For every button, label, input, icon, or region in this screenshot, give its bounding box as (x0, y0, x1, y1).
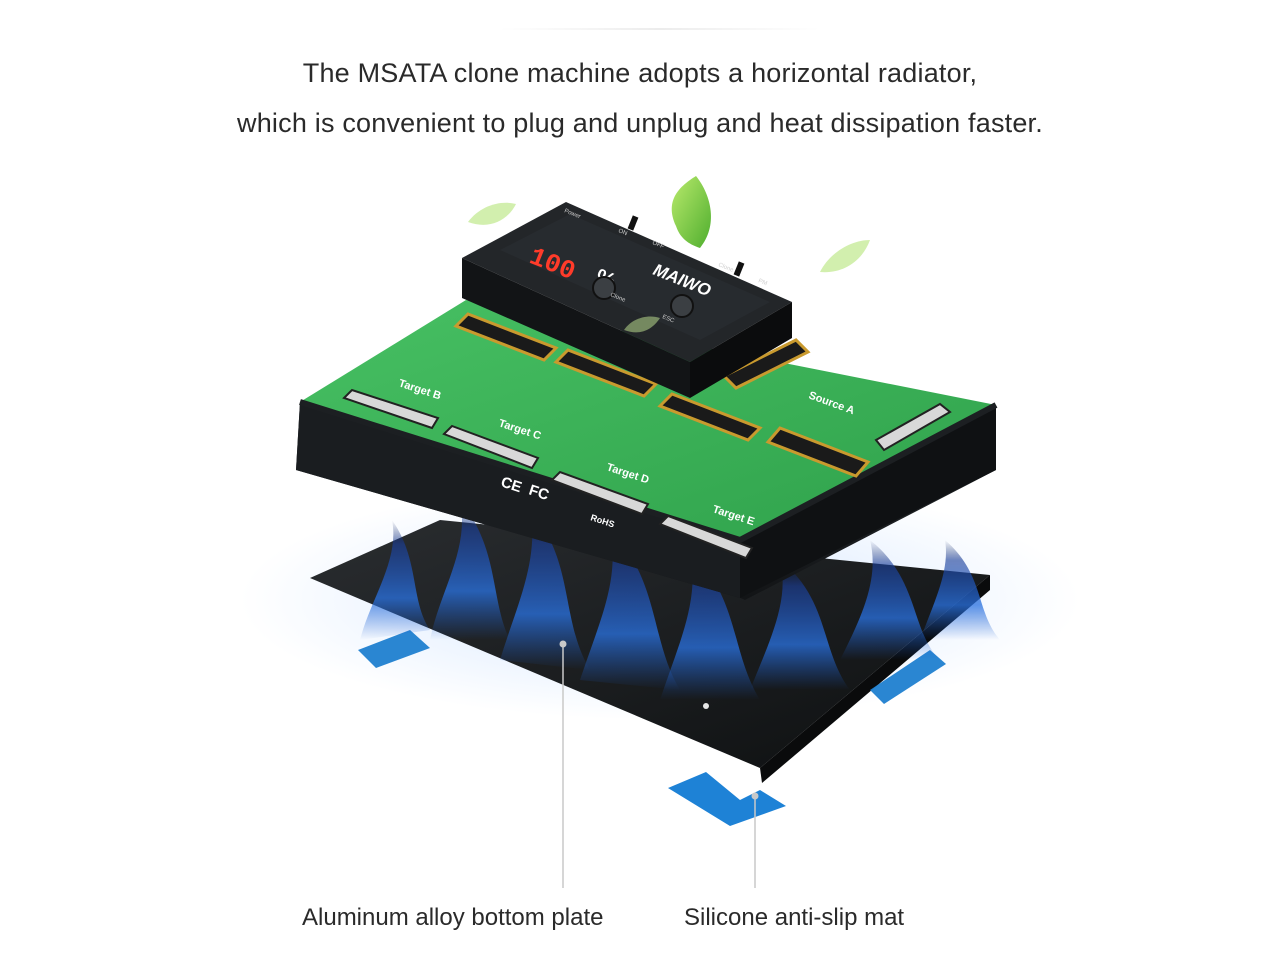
top-divider (500, 28, 820, 30)
ce-mark: CE (499, 474, 524, 497)
anti-slip-mat-right (870, 650, 946, 704)
msata-socket (453, 312, 559, 362)
pcb-rim (299, 399, 998, 544)
case-right-face (740, 405, 996, 598)
control-unit-face (500, 214, 770, 340)
callout-anti-slip-mat: Silicone anti-slip mat (684, 904, 905, 931)
leaf-icon (820, 240, 870, 273)
target-b-slot (342, 388, 440, 430)
headline-line-1: The MSATA clone machine adopts a horizon… (302, 58, 978, 88)
control-unit-front (462, 258, 690, 398)
msata-socket (765, 426, 871, 478)
target-c-slot (442, 424, 540, 470)
anti-slip-mat-front (668, 772, 786, 826)
mode-switch[interactable] (733, 261, 745, 277)
anti-slip-mat-left (358, 630, 430, 668)
fc-mark: FC (527, 482, 551, 504)
plate-screw (703, 703, 709, 709)
leaf-icon (671, 176, 712, 248)
pcb-board (300, 300, 996, 540)
leaf-icon (624, 316, 660, 333)
clone-button[interactable] (592, 276, 616, 300)
target-d-slot (550, 470, 650, 516)
control-unit-side (690, 302, 792, 398)
power-label: Power (563, 208, 581, 220)
pm-label: PM (757, 278, 768, 287)
on-label: ON (617, 228, 628, 237)
source-a-slot (874, 402, 952, 452)
msata-socket (657, 392, 763, 442)
power-switch[interactable] (627, 215, 639, 231)
esc-button-label: ESC (661, 314, 675, 324)
case-front-face (296, 402, 740, 598)
heat-flames (360, 500, 1000, 700)
callout-bottom-plate: Aluminum alloy bottom plate (302, 904, 604, 931)
off-label: OFF (651, 240, 665, 250)
msata-socket (553, 348, 659, 398)
esc-button[interactable] (670, 294, 694, 318)
clone-button-label: Clone (609, 292, 626, 304)
msata-socket (721, 338, 811, 390)
leaf-icon (468, 202, 516, 225)
target-e-slot (658, 514, 754, 560)
clone-switch-label: Clone (717, 262, 734, 274)
headline-line-2: which is convenient to plug and unplug a… (237, 108, 1043, 138)
